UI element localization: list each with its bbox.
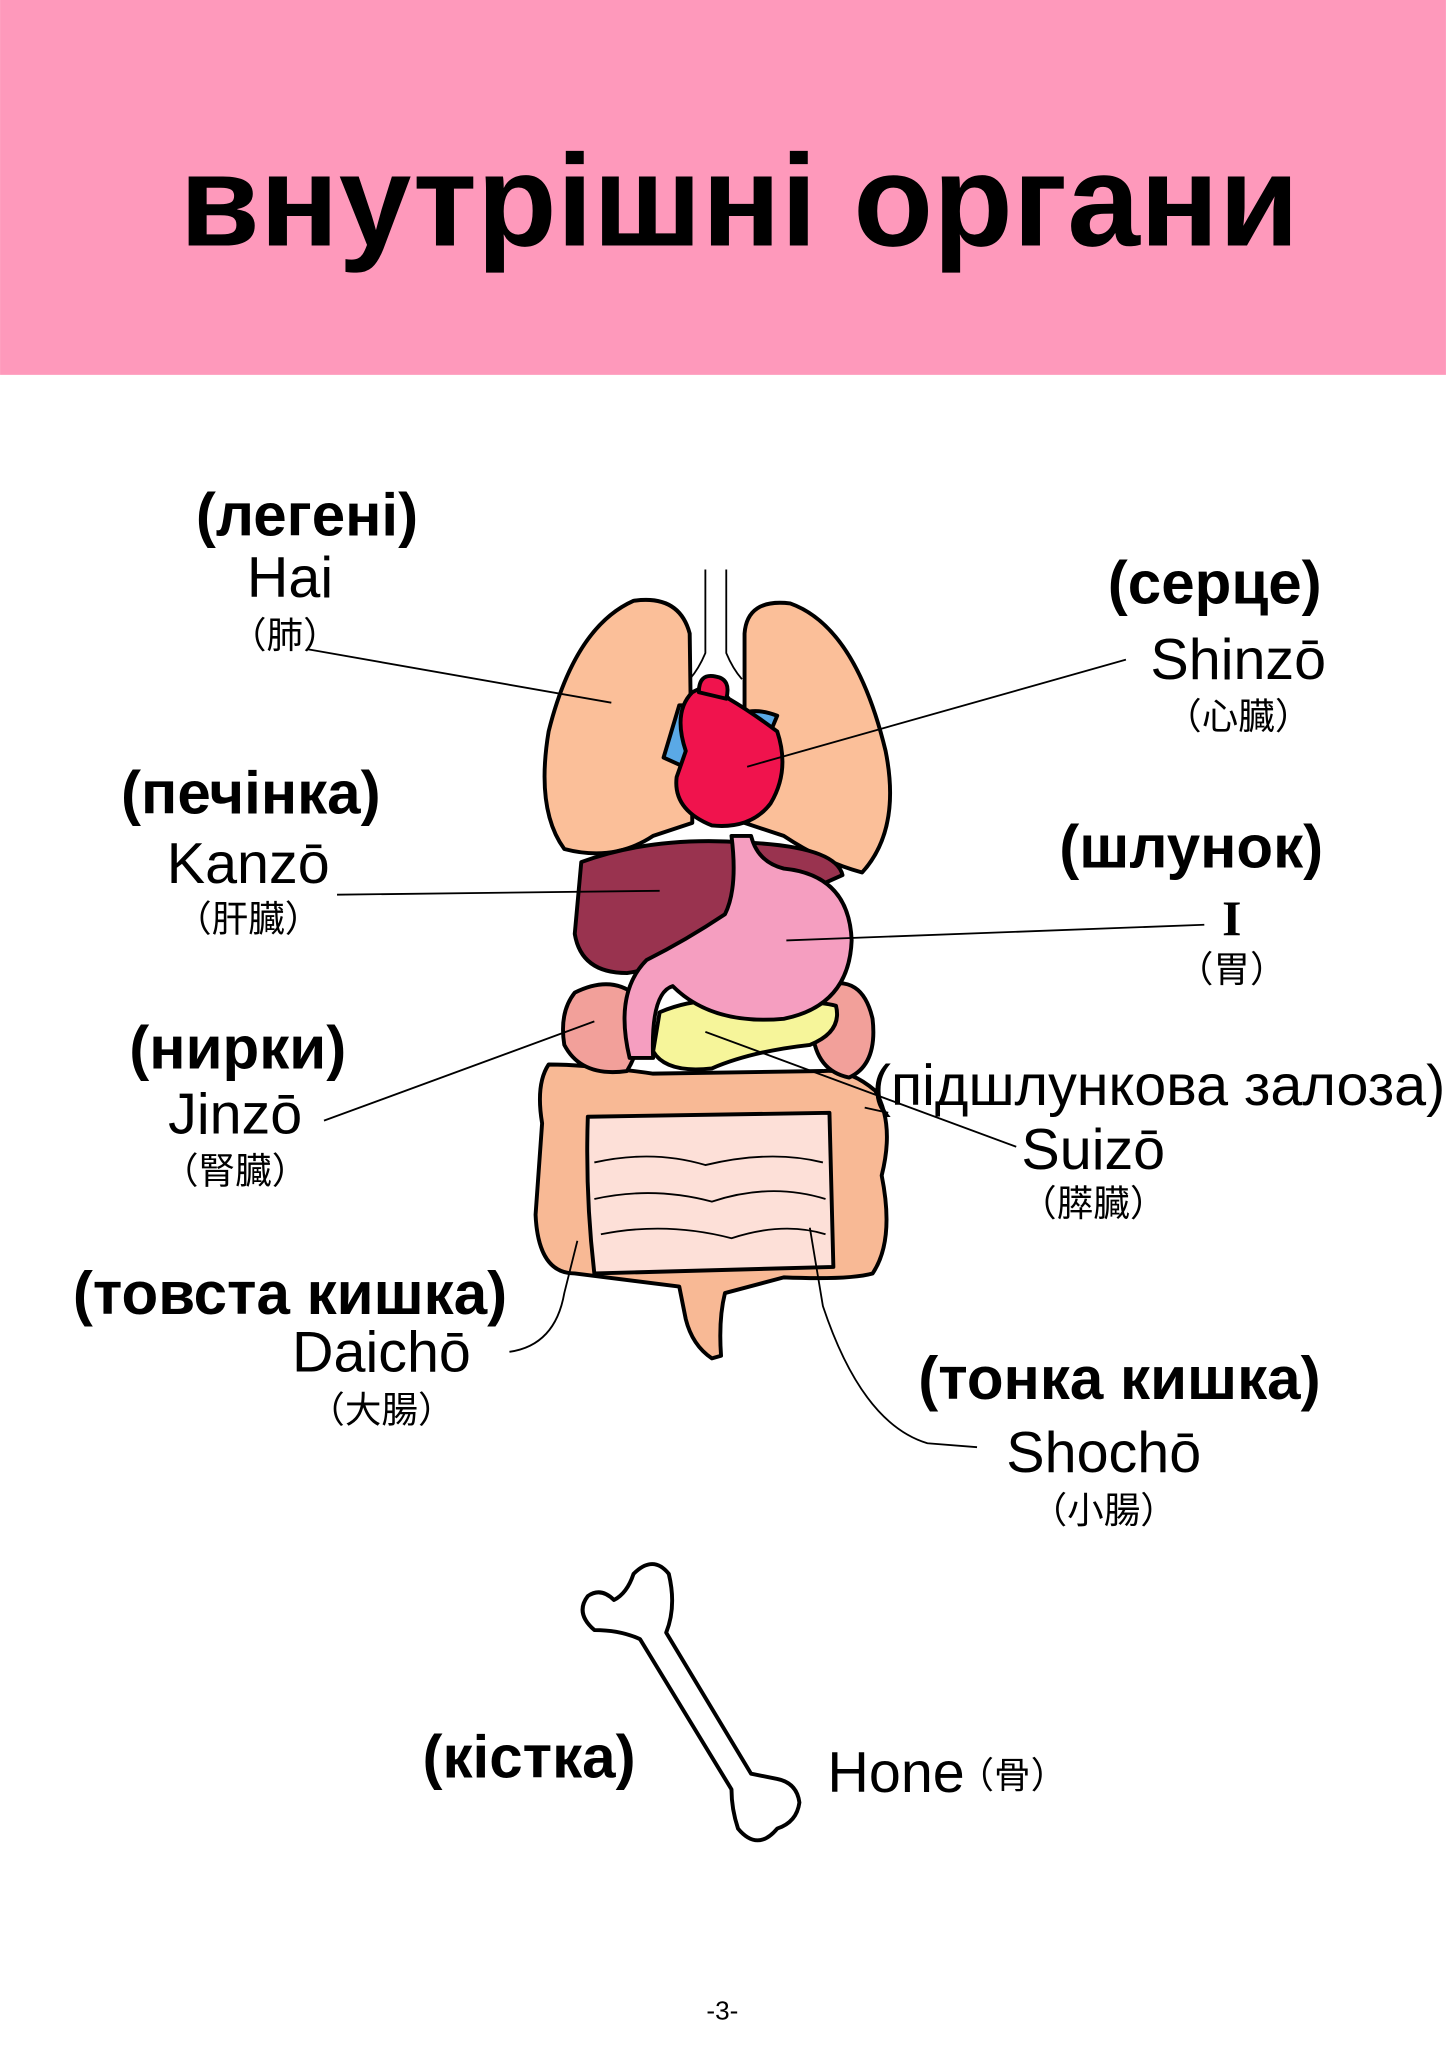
label-romaji: I — [1222, 891, 1241, 946]
bone-illustration — [580, 1562, 802, 1843]
left-kidney — [561, 982, 644, 1074]
label-small-intestine: (тонка кишка) Shochō （小腸） — [918, 1345, 1320, 1532]
label-kanji: （腎臓） — [162, 1149, 308, 1192]
label-romaji: Hai — [247, 546, 333, 610]
label-kanji: （肝臓） — [175, 897, 321, 940]
label-kidneys: (нирки) Jinzō （腎臓） — [129, 1014, 346, 1192]
label-kanji: （大腸） — [308, 1388, 454, 1431]
label-large-intestine: (товста кишка) Daichō （大腸） — [73, 1260, 507, 1431]
label-ua: (легені) — [196, 482, 418, 549]
label-kanji: （骨） — [957, 1754, 1067, 1797]
label-romaji: Shinzō — [1150, 628, 1326, 692]
label-kanji: （膵臓） — [1020, 1182, 1166, 1225]
label-ua: (печінка) — [121, 760, 381, 827]
label-romaji: Suizō — [1021, 1118, 1165, 1182]
organs-illustration — [533, 569, 892, 1361]
stomach — [622, 833, 854, 1060]
label-kanji: （胃） — [1177, 948, 1287, 991]
label-romaji: Daichō — [292, 1320, 471, 1384]
label-ua: (товста кишка) — [73, 1260, 507, 1327]
label-romaji: Hone — [827, 1741, 964, 1805]
label-liver: (печінка) Kanzō （肝臓） — [121, 760, 381, 941]
label-heart: (серце) Shinzō （心臓） — [1108, 549, 1326, 737]
label-kanji: （心臓） — [1165, 695, 1311, 738]
header-banner — [0, 0, 1446, 375]
label-pancreas: (підшлункова залоза) Suizō （膵臓） — [872, 1054, 1445, 1225]
label-kanji: （肺） — [230, 614, 340, 657]
label-ua: (серце) — [1108, 549, 1322, 616]
page-title: внутрішні органи — [180, 128, 1300, 274]
small-intestine — [585, 1110, 836, 1276]
leader-lines — [306, 648, 1205, 1449]
label-romaji: Shochō — [1006, 1421, 1201, 1485]
label-ua: (кістка) — [422, 1724, 635, 1791]
label-ua: (нирки) — [129, 1014, 346, 1081]
label-stomach: (шлунок) I （胃） — [1059, 813, 1323, 991]
label-bone: (кістка) Hone （骨） — [422, 1724, 1067, 1805]
heart — [661, 674, 785, 828]
trachea — [689, 569, 743, 680]
left-lung — [542, 597, 695, 856]
label-kanji: （小腸） — [1031, 1489, 1177, 1532]
label-romaji: Kanzō — [167, 832, 330, 896]
label-romaji: Jinzō — [168, 1083, 302, 1147]
label-lungs: (легені) Hai （肺） — [196, 482, 418, 657]
intestine-folds — [594, 1155, 826, 1240]
label-ua: (тонка кишка) — [918, 1345, 1320, 1412]
label-ua: (шлунок) — [1059, 813, 1323, 880]
label-ua: (підшлункова залоза) — [872, 1054, 1445, 1118]
page-number: -3- — [706, 1995, 738, 2025]
